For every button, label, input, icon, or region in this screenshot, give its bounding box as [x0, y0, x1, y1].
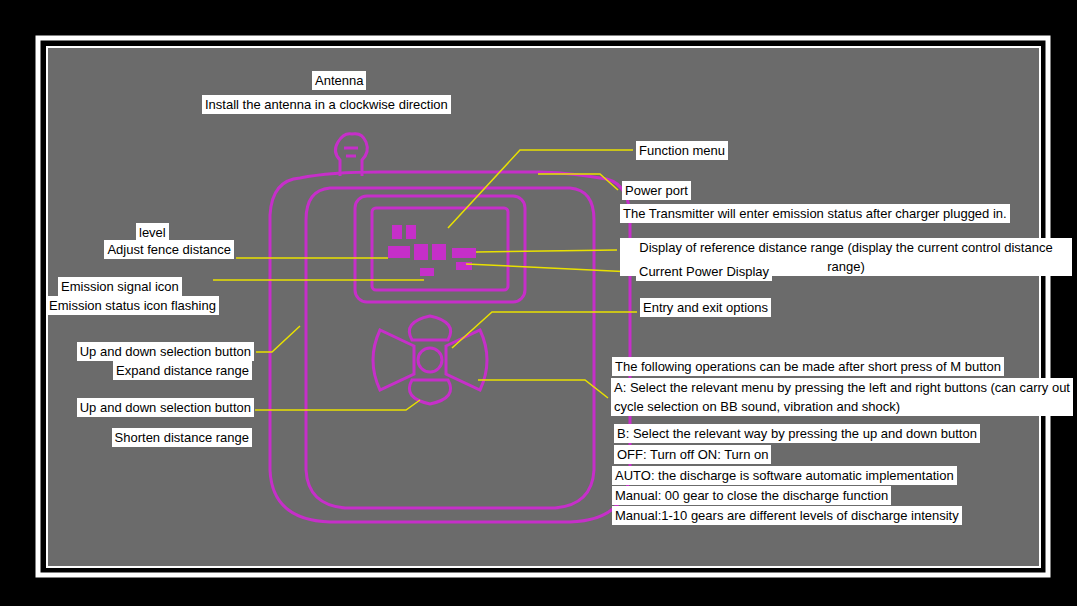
leader-lines: [213, 150, 637, 410]
leader-line: [538, 174, 618, 190]
annotation-label: Current Power Display: [636, 262, 772, 281]
leader-line: [466, 264, 633, 272]
leader-line: [256, 326, 300, 352]
annotation-label: Entry and exit options: [640, 298, 771, 317]
body-outline: [270, 172, 630, 522]
annotation-label: Manual: 00 gear to close the discharge f…: [612, 486, 891, 505]
signal-icon: [420, 268, 434, 276]
annotation-label: Adjust fence distance: [104, 240, 234, 259]
fence-icon: [388, 246, 410, 258]
outer-frame: [38, 38, 1048, 575]
screen-frame: [355, 196, 525, 302]
annotation-label: OFF: Turn off ON: Turn on: [614, 445, 771, 464]
inner-housing: [306, 188, 594, 508]
annotation-label: AUTO: the discharge is software automati…: [612, 466, 957, 485]
m-button: [418, 348, 442, 372]
screen-icons: [388, 225, 476, 276]
level-digit: [392, 225, 402, 239]
annotation-label: Emission status icon flashing: [46, 296, 219, 315]
annotation-label: Power port: [622, 181, 691, 200]
annotation-label: B: Select the relevant way by pressing t…: [614, 424, 980, 443]
distance-digit: [414, 244, 428, 260]
annotation-label: Shorten distance range: [112, 428, 252, 447]
up-button: [409, 316, 450, 340]
annotation-label: The following operations can be made aft…: [612, 357, 1004, 376]
annotation-label: Antenna: [312, 71, 366, 90]
leader-line: [236, 257, 388, 259]
annotation-label: Install the antenna in a clockwise direc…: [202, 95, 451, 114]
annotation-label: A: Select the relevant menu by pressing …: [611, 378, 1073, 416]
left-button: [373, 330, 414, 390]
leader-line: [452, 312, 637, 348]
transmitter-outline: [270, 134, 630, 522]
leader-line: [213, 279, 424, 281]
annotation-label: Emission signal icon: [58, 277, 182, 296]
battery-icon: [456, 262, 472, 270]
annotation-label: Function menu: [636, 141, 728, 160]
leader-line: [476, 250, 617, 252]
level-digit: [406, 225, 416, 239]
screen: [372, 208, 508, 290]
annotation-label: Expand distance range: [113, 361, 252, 380]
annotation-label: The Transmitter will enter emission stat…: [620, 204, 1010, 223]
annotation-label: Up and down selection button: [77, 342, 254, 361]
annotation-label: Manual:1-10 gears are different levels o…: [612, 506, 962, 525]
range-bar: [452, 248, 476, 258]
antenna: [335, 134, 367, 176]
right-button: [446, 330, 487, 390]
panel-ground: [47, 47, 1040, 567]
leader-line: [478, 380, 608, 398]
antenna-thread: [344, 148, 358, 156]
leader-line: [255, 400, 420, 410]
leader-line: [448, 150, 633, 228]
annotation-label: Up and down selection button: [77, 398, 254, 417]
distance-digit: [432, 244, 446, 260]
down-button: [409, 380, 450, 404]
